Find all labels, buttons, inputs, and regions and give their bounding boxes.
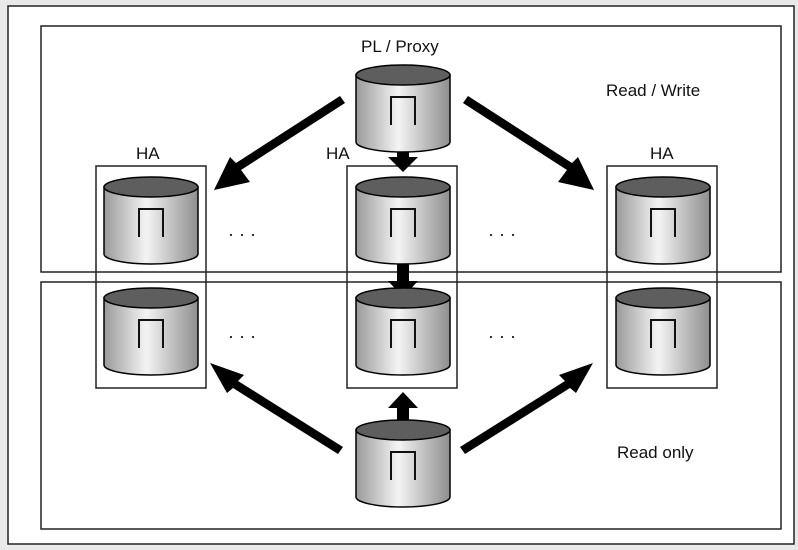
read-write-region <box>40 25 782 273</box>
ellipsis-bottom-left: · · · <box>228 326 256 346</box>
arrow-icon <box>463 96 594 190</box>
arrow-icon <box>388 140 418 172</box>
ha-label-left: HA <box>136 144 160 163</box>
database-cylinders <box>103 64 711 508</box>
cylinder-bottom-source <box>355 419 451 508</box>
cylinder-ha-left-ro <box>103 287 199 376</box>
arrow-icon <box>214 96 345 190</box>
ha-label-center: HA <box>326 144 350 163</box>
cylinder-ha-right-rw <box>615 176 711 265</box>
read-write-label: Read / Write <box>606 81 701 100</box>
ha-label-right: HA <box>650 144 674 163</box>
read-only-label: Read only <box>617 443 694 462</box>
ha-group-right <box>606 165 718 389</box>
ellipsis-top-left: · · · <box>228 224 256 244</box>
top-node-label: PL / Proxy <box>361 37 439 56</box>
arrow-icon <box>210 363 343 454</box>
ellipsis-top-right: · · · <box>488 224 516 244</box>
ellipsis-bottom-right: · · · <box>488 326 516 346</box>
ha-group-left <box>95 165 207 389</box>
cylinder-ha-left-rw <box>103 176 199 265</box>
arrow-icon <box>388 392 418 425</box>
cylinder-pl-proxy <box>355 64 451 153</box>
cylinder-ha-right-ro <box>615 287 711 376</box>
arrow-icon <box>460 363 593 454</box>
cylinder-ha-center-rw <box>355 176 451 265</box>
cylinder-ha-center-ro <box>355 287 451 376</box>
